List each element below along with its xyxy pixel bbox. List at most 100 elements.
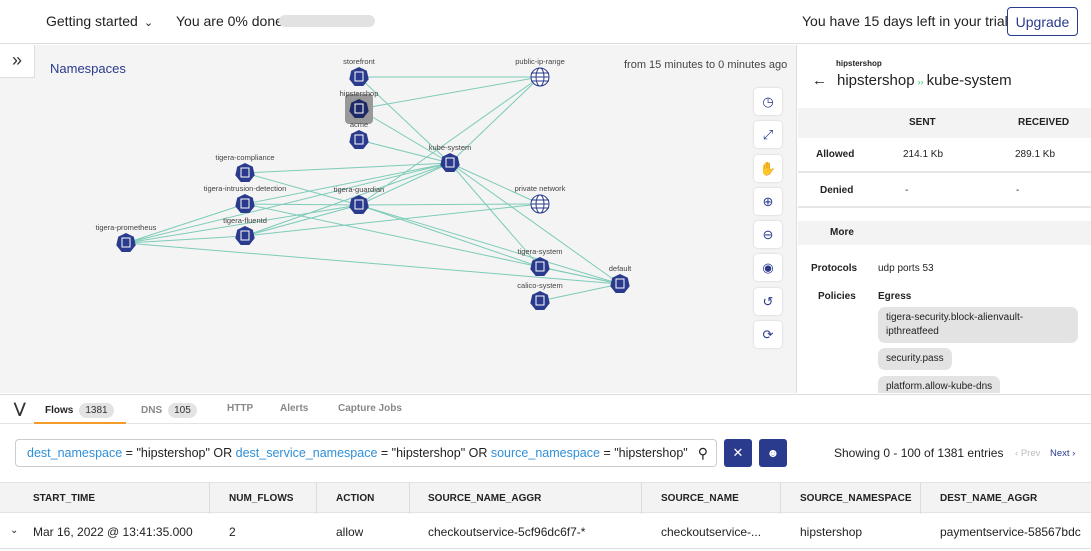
edge-tigera-prometheus-tigera-fluentd[interactable] [125,235,246,244]
edge-tigera-prometheus-kube-system[interactable] [125,162,451,244]
namespace-node-icon[interactable] [349,195,369,214]
globe-icon[interactable] [530,67,550,87]
edge-tigera-guardian-kube-system[interactable] [358,162,451,206]
edge-tigera-guardian-private network[interactable] [358,203,541,206]
tab-alerts[interactable]: Alerts [280,403,309,414]
namespace-node-icon[interactable] [235,163,255,182]
edge-hipstershop-kube-system[interactable] [358,108,451,164]
edge-kube-system-default[interactable] [449,162,621,285]
policy-chip[interactable]: security.pass [878,348,952,370]
query-input[interactable]: dest_namespace = "hipstershop" OR dest_s… [15,439,717,467]
query-key: dest_service_namespace [235,446,378,460]
column-header[interactable]: DEST_NAME_AGGR [940,493,1038,504]
edge-tigera-intrusion-detection-kube-system[interactable] [244,162,451,205]
edge-kube-system-public-ip-range[interactable] [449,76,541,164]
getting-started-label: Getting started [46,13,138,29]
edge-tigera-guardian-public-ip-range[interactable] [358,76,541,206]
column-divider[interactable] [780,483,781,514]
zoom-in-icon[interactable]: ⊕ [754,188,782,215]
fit-screen-icon[interactable]: ⤢ [754,121,782,148]
eye-icon[interactable]: ◉ [754,254,782,281]
policies-label: Policies [818,291,856,302]
namespace-node-icon[interactable] [530,257,550,276]
next-page-button[interactable]: Next › [1050,448,1076,459]
node-glyph [240,198,250,209]
namespace-node-icon[interactable] [235,194,255,213]
refresh-icon[interactable]: ⟳ [754,321,782,348]
undo-icon[interactable]: ↺ [754,288,782,315]
allowed-label: Allowed [816,149,855,160]
hand-pan-icon[interactable]: ✋ [754,155,782,182]
edge-kube-system-tigera-system[interactable] [449,162,541,268]
edge-tigera-prometheus-tigera-intrusion-detection[interactable] [125,203,246,244]
expand-row-icon[interactable]: ⌄ [10,525,19,536]
column-header[interactable]: ACTION [336,493,375,504]
edge-tigera-intrusion-detection-tigera-guardian[interactable] [244,203,360,206]
namespace-node-icon[interactable] [235,226,255,245]
table-cell: 2 [229,525,236,539]
edge-tigera-fluentd-private network[interactable] [244,203,541,237]
tab-capture-jobs[interactable]: Capture Jobs [338,403,402,414]
policy-chip[interactable]: tigera-security.block-alienvault-ipthrea… [878,307,1078,343]
namespace-node-icon[interactable] [530,291,550,310]
globe-icon[interactable] [530,194,550,214]
edge-tigera-fluentd-tigera-guardian[interactable] [244,204,360,237]
clock-icon[interactable]: ◷ [754,88,782,115]
column-divider[interactable] [316,483,317,514]
search-icon[interactable]: ⚲ [694,440,708,466]
column-header[interactable]: SOURCE_NAME [661,493,739,504]
namespace-node-icon[interactable] [349,99,369,118]
expand-sidebar-icon[interactable]: » [0,45,35,78]
column-divider[interactable] [409,483,410,514]
edge-calico-system-default[interactable] [539,283,621,302]
column-divider[interactable] [209,483,210,514]
column-header[interactable]: START_TIME [33,493,96,504]
namespace-node-icon[interactable] [116,233,136,252]
edge-kube-system-private network[interactable] [449,162,541,205]
table-cell: paymentservice-58567bdc [940,525,1081,539]
upgrade-button[interactable]: Upgrade [1007,7,1078,36]
node-label: storefront [343,57,376,66]
column-divider[interactable] [920,483,921,514]
zoom-out-icon[interactable]: ⊖ [754,221,782,248]
edge-tigera-compliance-kube-system[interactable] [244,162,451,174]
column-divider[interactable] [641,483,642,514]
namespace-node-icon[interactable] [349,67,369,86]
edge-tigera-guardian-tigera-system[interactable] [358,204,541,268]
column-header[interactable]: SOURCE_NAMESPACE [800,493,912,504]
edge-tigera-fluentd-kube-system[interactable] [244,162,451,237]
getting-started-dropdown[interactable]: Getting started⌄ [46,13,153,29]
back-arrow-icon[interactable]: ← [812,72,827,89]
namespace-graph[interactable]: storefronthipstershopacmepublic-ip-range… [0,45,797,393]
edge-acme-kube-system[interactable] [358,139,451,164]
clear-query-button[interactable]: ✕ [724,439,752,467]
tab-http[interactable]: HTTP [227,403,254,414]
node-label: hipstershop [340,89,379,98]
edge-tigera-prometheus-default[interactable] [125,242,621,285]
edge-tigera-guardian-default[interactable] [358,204,621,285]
progress-bar [279,15,375,27]
edge-tigera-prometheus-tigera-guardian[interactable] [125,204,360,244]
user-settings-button[interactable]: ☻ [759,439,787,467]
table-cell: checkoutservice-... [661,525,762,539]
namespace-node-icon[interactable] [610,274,630,293]
edge-tigera-compliance-tigera-guardian[interactable] [244,172,360,206]
edge-storefront-kube-system[interactable] [358,76,451,164]
table-cell: allow [336,525,364,539]
policy-chip[interactable]: platform.allow-kube-dns [878,376,1001,393]
namespace-node-icon[interactable] [349,130,369,149]
namespace-node-icon[interactable] [440,153,460,172]
edge-hipstershop-public-ip-range[interactable] [358,76,541,110]
column-header[interactable]: NUM_FLOWS [229,493,294,504]
node-glyph [354,103,364,114]
edge-tigera-system-default[interactable] [539,266,621,285]
prev-page-button[interactable]: ‹ Prev [1015,448,1041,459]
collapse-panel-icon[interactable]: ⋁ [14,400,26,416]
column-header[interactable]: SOURCE_NAME_AGGR [428,493,542,504]
